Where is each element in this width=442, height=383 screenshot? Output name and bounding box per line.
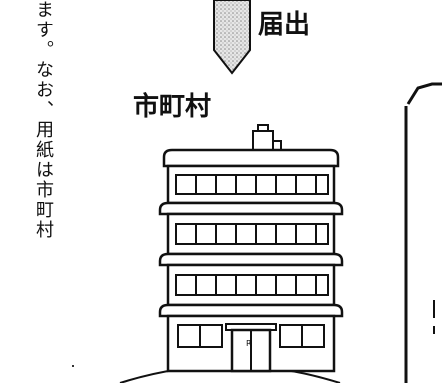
vertical-body-text: ます。なお、用紙は市町村 (33, 0, 54, 240)
callout-frame (404, 82, 442, 383)
building-icon (158, 124, 344, 373)
submission-label: 届出 (258, 10, 311, 40)
municipality-label: 市町村 (133, 92, 212, 122)
door-mark: R (246, 339, 252, 348)
down-arrow-icon (213, 0, 251, 75)
stray-mark (72, 365, 74, 367)
